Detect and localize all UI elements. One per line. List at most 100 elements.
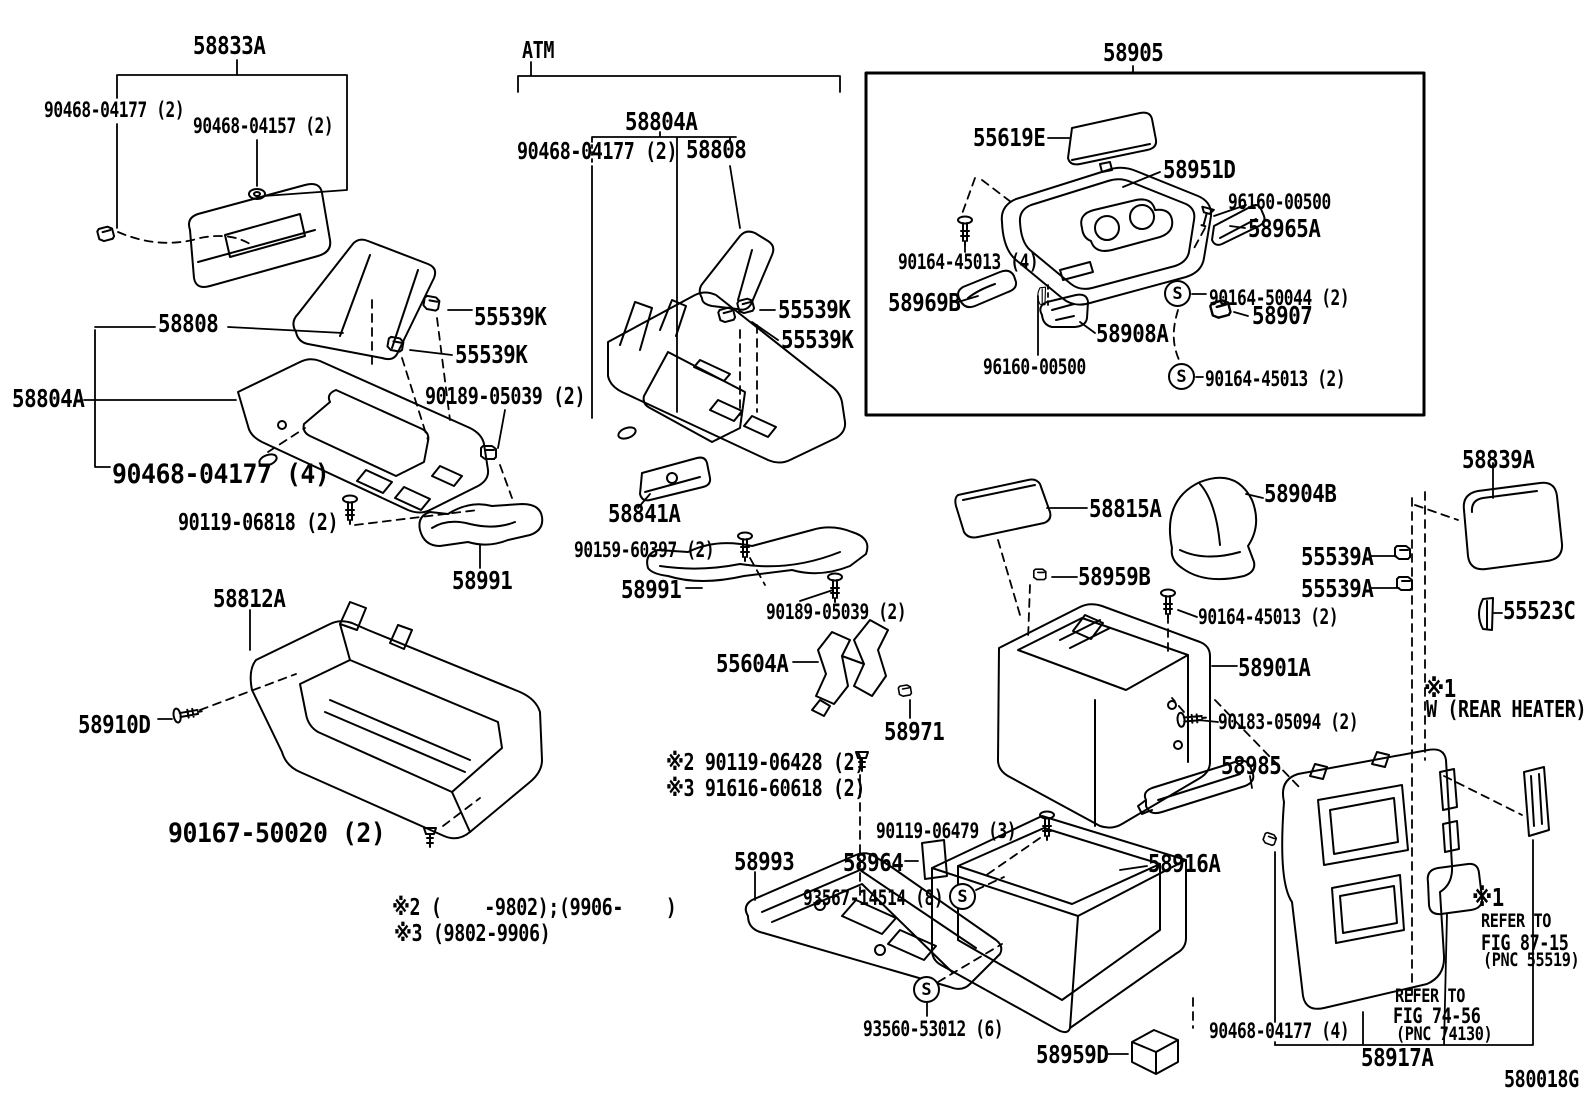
part-label-90164-45013-2-right: 90164-45013 (2) (1198, 605, 1339, 629)
part-label-90183-05094-2: 90183-05094 (2) (1218, 710, 1359, 734)
part-label-58905: 58905 (1103, 38, 1164, 67)
clip-icon (1033, 568, 1047, 581)
part-label-90468-04157-2: 90468-04157 (2) (193, 114, 334, 138)
part-label-58971: 58971 (884, 717, 945, 746)
part-label-58916A: 58916A (1148, 849, 1221, 878)
part-label-58907: 58907 (1252, 301, 1313, 330)
clip-icon (735, 296, 756, 316)
lid-55619E-drawing (1067, 111, 1158, 173)
part-label-58910D: 58910D (78, 710, 151, 739)
part-label-58804A-mid: 58804A (625, 107, 698, 136)
part-label-90468-04177-4-left: 90468-04177 (4) (112, 459, 330, 490)
part-label-note1-rear-heater-mark: ※1 (1424, 674, 1456, 703)
rear-console-frame-58812A-drawing (249, 601, 543, 840)
part-label-93567-14514-8: 93567-14514 (8) (803, 886, 944, 910)
bracket-58985-drawing (1137, 759, 1255, 815)
cover-58904B-drawing (1168, 476, 1258, 581)
console-bracket-58991-left-drawing (418, 503, 544, 547)
part-label-refer2-line2: FIG 74-56 (1393, 1004, 1481, 1028)
part-label-55539K-mid-2: 55539K (781, 325, 854, 354)
clip-icon (421, 294, 441, 312)
part-label-58812A: 58812A (213, 584, 286, 613)
screw-icon (342, 494, 358, 525)
part-label-93560-53012-6: 93560-53012 (6) (863, 1017, 1004, 1041)
plate-58841A-drawing (639, 456, 712, 502)
part-label-90167-50020-2: 90167-50020 (2) (168, 818, 386, 849)
part-label-refer1-line1: REFER TO (1481, 910, 1552, 932)
part-label-58917A: 58917A (1361, 1043, 1434, 1072)
part-label-58991-left: 58991 (452, 566, 513, 595)
leader-lines (83, 59, 1534, 1055)
standard-part-marker-1: S (1164, 280, 1191, 307)
part-label-58833A: 58833A (193, 31, 266, 60)
small-plate-note1-drawing (1426, 862, 1484, 916)
part-label-refer1-line3: (PNC 55519) (1483, 949, 1580, 971)
screw-icon (1175, 709, 1208, 729)
part-label-58965A: 58965A (1248, 214, 1321, 243)
part-label-refer1-line2: FIG 87-15 (1481, 931, 1569, 955)
part-label-55604A: 55604A (716, 649, 789, 678)
clip-icon (1261, 831, 1278, 847)
part-label-58908A: 58908A (1096, 319, 1169, 348)
part-label-58841A: 58841A (608, 499, 681, 528)
part-label-58959B: 58959B (1078, 562, 1151, 591)
part-label-90164-45013-2-box: 90164-45013 (2) (1205, 367, 1346, 391)
console-upper-panel-58804A-left-drawing (237, 358, 490, 514)
screw-icon (827, 572, 843, 603)
part-label-note1-refer-mark: ※1 (1472, 883, 1504, 912)
part-label-refer2-line1: REFER TO (1395, 985, 1466, 1007)
part-label-note2-applicability: ※2 ( -9802);(9906- ) (392, 895, 677, 921)
part-label-96160-00500-upper: 96160-00500 (1228, 190, 1331, 214)
dashed-lines (117, 144, 1523, 1029)
clip-icon (716, 305, 737, 325)
screw-icon (1160, 588, 1176, 619)
part-label-90189-05039-2-mid: 90189-05039 (2) (766, 600, 907, 624)
cushion-58959D-drawing (1131, 1029, 1179, 1075)
rear-finish-panel-58917A-drawing (1281, 748, 1460, 1010)
clip-icon (897, 683, 913, 698)
screw-icon (171, 703, 204, 725)
pad-58815A-drawing (954, 478, 1052, 539)
bracket-55604A-drawing (811, 619, 889, 717)
part-label-55539K-left-1: 55539K (474, 302, 547, 331)
part-label-90119-06818-2: 90119-06818 (2) (178, 510, 339, 536)
part-label-58959D: 58959D (1036, 1040, 1109, 1069)
part-label-90119-06479-3: 90119-06479 (3) (876, 819, 1017, 843)
part-label-55539A-1: 55539A (1301, 542, 1374, 571)
part-label-90468-04177-4-bottom: 90468-04177 (4) (1209, 1019, 1350, 1043)
part-label-58985: 58985 (1221, 751, 1282, 780)
part-label-90159-60397-2: 90159-60397 (2) (574, 538, 715, 562)
part-label-90189-05039-2-left: 90189-05039 (2) (425, 384, 586, 410)
grommet-icon (1478, 597, 1494, 631)
part-label-58808-left: 58808 (158, 309, 219, 338)
part-label-96160-00500-lower: 96160-00500 (983, 355, 1086, 379)
part-label-55539K-left-2: 55539K (455, 340, 528, 369)
clip-icon (1394, 545, 1411, 560)
armrest-garnish-58833A-drawing (188, 183, 332, 288)
part-label-580018G: 580018G (1504, 1067, 1579, 1093)
part-label-58839A: 58839A (1462, 445, 1535, 474)
standard-part-marker-4: S (913, 976, 940, 1003)
connector-plate-drawing (1523, 766, 1550, 837)
console-cup-holder-58951D-drawing (1000, 166, 1213, 306)
part-label-note3-91616-60618-2: ※3 91616-60618 (2) (666, 776, 866, 802)
part-label-refer2-line3: (PNC 74130) (1396, 1023, 1493, 1045)
console-bracket-58991-mid-drawing (646, 526, 869, 582)
shift-boot-left-drawing (292, 238, 437, 361)
part-label-58815A: 58815A (1089, 494, 1162, 523)
screw-icon (957, 215, 973, 246)
part-label-note2-90119-06428-2: ※2 90119-06428 (2) (666, 750, 866, 776)
console-upper-panel-58804A-mid-drawing (607, 291, 847, 464)
standard-part-marker-2: S (1168, 363, 1195, 390)
part-label-58993: 58993 (734, 847, 795, 876)
pad-58964-drawing (921, 839, 948, 880)
part-label-90164-50044-2: 90164-50044 (2) (1209, 286, 1350, 310)
part-label-w-rear-heater: W (REAR HEATER) (1426, 697, 1587, 723)
inset-box-58905 (864, 71, 1426, 417)
part-label-55619E: 55619E (973, 123, 1046, 152)
screw-icon (737, 531, 753, 562)
part-label-58904B: 58904B (1264, 479, 1337, 508)
part-label-58951D: 58951D (1163, 155, 1236, 184)
